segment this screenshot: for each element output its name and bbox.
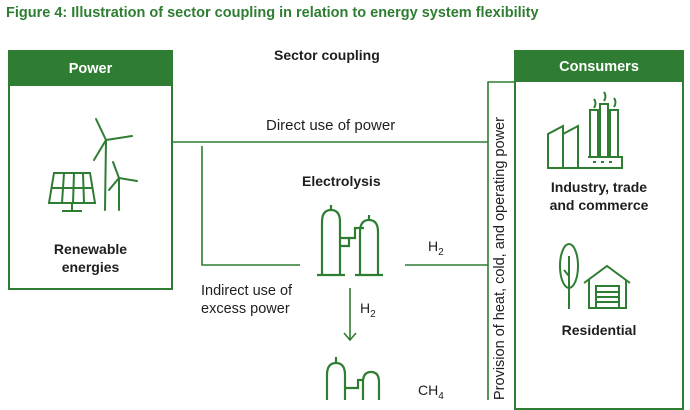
h2-label-down: H2 [360, 300, 376, 320]
electrolysis-label: Electrolysis [302, 173, 381, 189]
figure-title: Figure 4: Illustration of sector couplin… [6, 5, 539, 21]
tree-icon [559, 243, 579, 309]
power-header: Power [10, 52, 171, 86]
methanation-icon [325, 357, 381, 400]
renewable-energies-label: Renewable energies [53, 241, 128, 275]
wind-turbine-icon [93, 118, 138, 211]
indirect-use-line [201, 146, 300, 266]
indirect-use-label: Indirect use of excess power [201, 283, 293, 317]
power-box: Power [8, 50, 173, 290]
diagram-canvas [47, 81, 631, 400]
consumers-header: Consumers [516, 52, 682, 82]
ch4-label: CH4 [418, 382, 444, 402]
provision-bracket [487, 81, 514, 400]
direct-use-label: Direct use of power [266, 117, 396, 134]
factory-icon [547, 91, 623, 169]
electrolyzer-icon [317, 205, 383, 277]
sector-coupling-title: Sector coupling [274, 47, 380, 63]
residential-label: Residential [561, 322, 637, 338]
house-garage-icon [583, 264, 631, 309]
solar-panel-icon [47, 172, 97, 212]
h2-down-arrowhead [343, 332, 357, 342]
provision-vertical-label: Provision of heat, cold, and operating p… [492, 117, 508, 400]
h2-label-right: H2 [428, 238, 444, 258]
industry-label: Industry, trade and commerce [549, 179, 649, 213]
